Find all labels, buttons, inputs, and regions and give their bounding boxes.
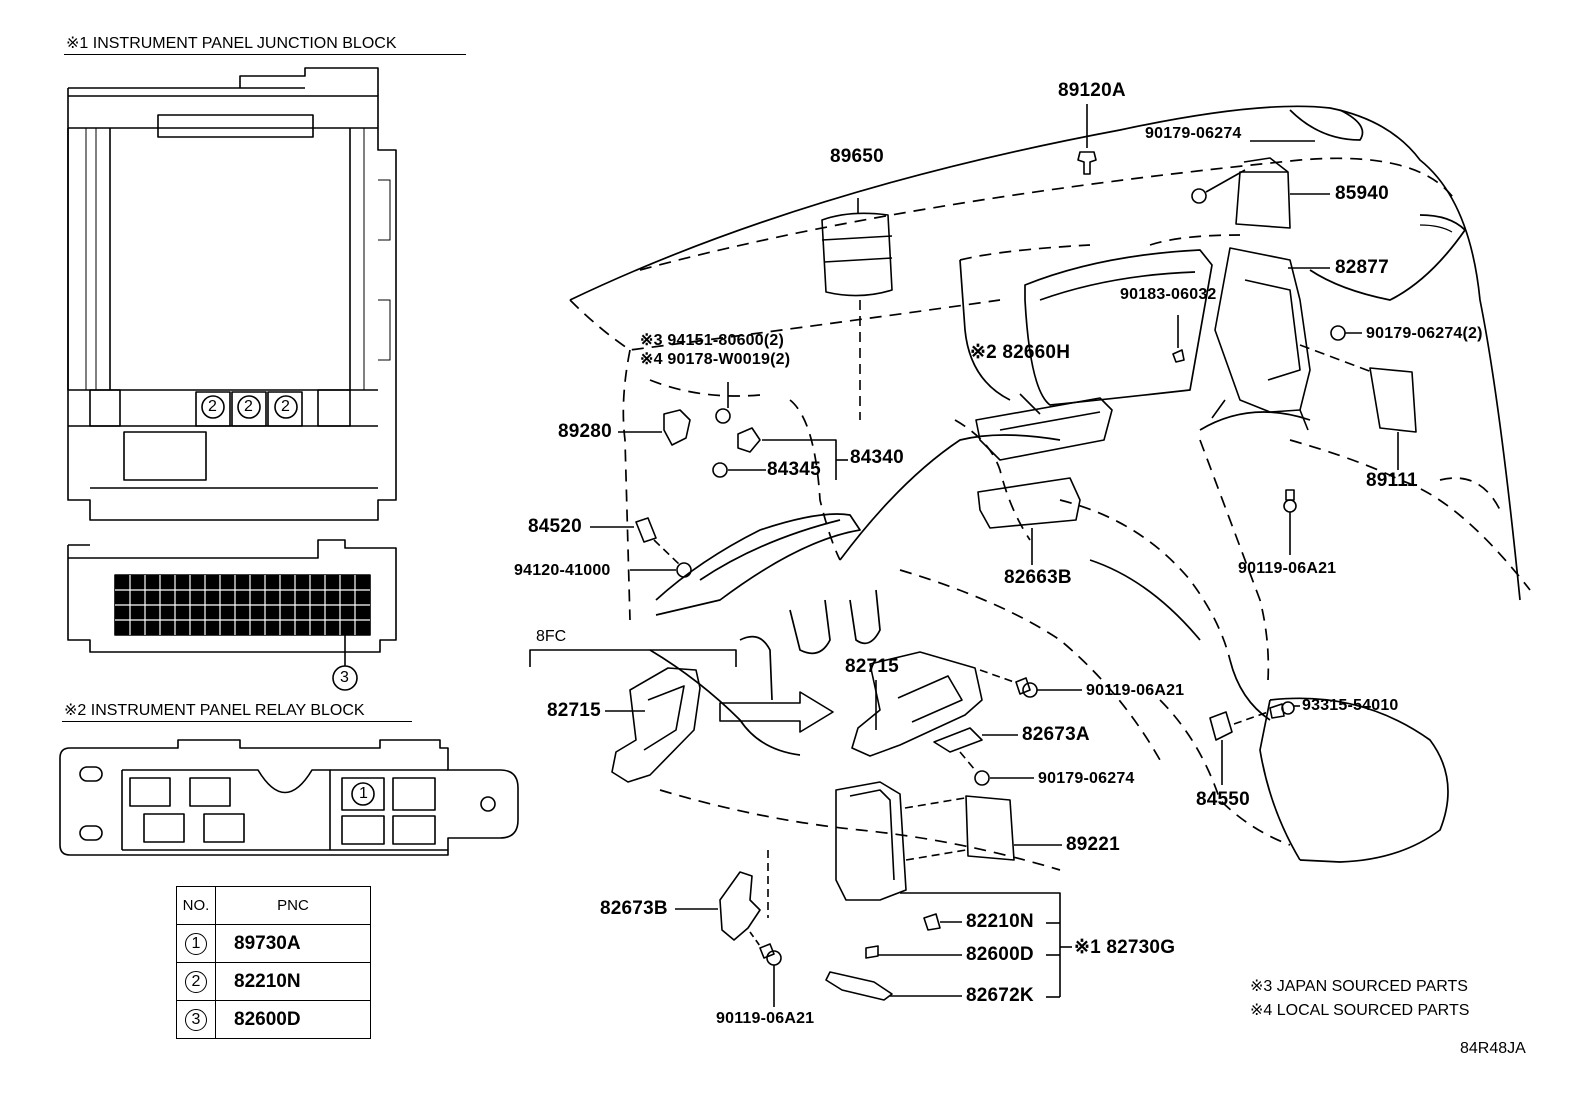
label-82673B: 82673B	[600, 898, 668, 919]
row-number: 3	[185, 1008, 207, 1031]
label-90179-06274-top: 90179-06274	[1145, 125, 1242, 142]
label-90183-06032: 90183-06032	[1120, 286, 1217, 303]
label-82660H: ※2 82660H	[970, 342, 1071, 363]
col-no-header: NO.	[176, 886, 216, 925]
label-90119-06A21-right: 90119-06A21	[1238, 560, 1337, 577]
dashboard-outline	[569, 105, 1531, 871]
junction-circle-3: 2	[281, 398, 290, 415]
label-89120A: 89120A	[1058, 80, 1126, 101]
label-93315-54010: 93315-54010	[1302, 697, 1399, 714]
junction-block-header: ※1 INSTRUMENT PANEL JUNCTION BLOCK	[66, 35, 397, 52]
label-84345: 84345	[767, 459, 821, 480]
label-90178-W0019: ※4 90178-W0019(2)	[640, 351, 791, 368]
label-89650: 89650	[830, 146, 884, 167]
pnc-table-header: NO. PNC	[176, 886, 371, 925]
label-82715-left: 82715	[547, 700, 601, 721]
junction-block-drawing	[67, 67, 397, 521]
relay-block-header-underline	[62, 721, 412, 722]
junction-block-header-underline	[64, 54, 466, 55]
label-89280: 89280	[558, 421, 612, 442]
junction-circle-2: 2	[244, 398, 253, 415]
row-number: 1	[185, 932, 207, 955]
label-94120-41000: 94120-41000	[514, 562, 611, 579]
label-82673A: 82673A	[1022, 724, 1090, 745]
label-90179-06274-2: 90179-06274(2)	[1366, 325, 1483, 342]
label-82877: 82877	[1335, 257, 1389, 278]
label-94151-80600: ※3 94151-80600(2)	[640, 332, 785, 349]
label-90119-06A21-mid: 90119-06A21	[1086, 682, 1185, 699]
col-pnc-header: PNC	[215, 886, 371, 925]
label-82210N: 82210N	[966, 911, 1034, 932]
junction-bottom-circle: 3	[340, 669, 349, 686]
diagram-id: 84R48JA	[1460, 1040, 1526, 1057]
label-82730G: ※1 82730G	[1074, 937, 1176, 958]
row-number: 2	[185, 970, 207, 993]
label-82715-center: 82715	[845, 656, 899, 677]
parts-shapes	[529, 104, 1417, 1007]
label-84550: 84550	[1196, 789, 1250, 810]
table-row: 1 89730A	[176, 924, 371, 963]
label-84340: 84340	[850, 447, 904, 468]
label-82663B: 82663B	[1004, 567, 1072, 588]
label-90119-06A21-bottom: 90119-06A21	[716, 1010, 815, 1027]
row-pnc: 89730A	[215, 924, 371, 963]
label-89111: 89111	[1366, 470, 1418, 491]
row-pnc: 82210N	[215, 962, 371, 1001]
label-85940: 85940	[1335, 183, 1389, 204]
note-local-sourced: ※4 LOCAL SOURCED PARTS	[1250, 1002, 1470, 1019]
pnc-table: NO. PNC 1 89730A 2 82210N 3 82600D	[176, 886, 371, 1039]
table-row: 3 82600D	[176, 1000, 371, 1039]
row-pnc: 82600D	[215, 1000, 371, 1039]
label-82600D: 82600D	[966, 944, 1034, 965]
label-90179-06274-low: 90179-06274	[1038, 770, 1135, 787]
relay-circle: 1	[359, 785, 368, 802]
label-8FC: 8FC	[536, 628, 567, 645]
note-japan-sourced: ※3 JAPAN SOURCED PARTS	[1250, 978, 1468, 995]
junction-block-side-drawing	[67, 539, 397, 691]
junction-circle-1: 2	[208, 398, 217, 415]
table-row: 2 82210N	[176, 962, 371, 1001]
label-82672K: 82672K	[966, 985, 1034, 1006]
relay-block-drawing	[59, 739, 519, 856]
relay-block-header: ※2 INSTRUMENT PANEL RELAY BLOCK	[64, 702, 365, 719]
label-84520: 84520	[528, 516, 582, 537]
label-89221: 89221	[1066, 834, 1120, 855]
